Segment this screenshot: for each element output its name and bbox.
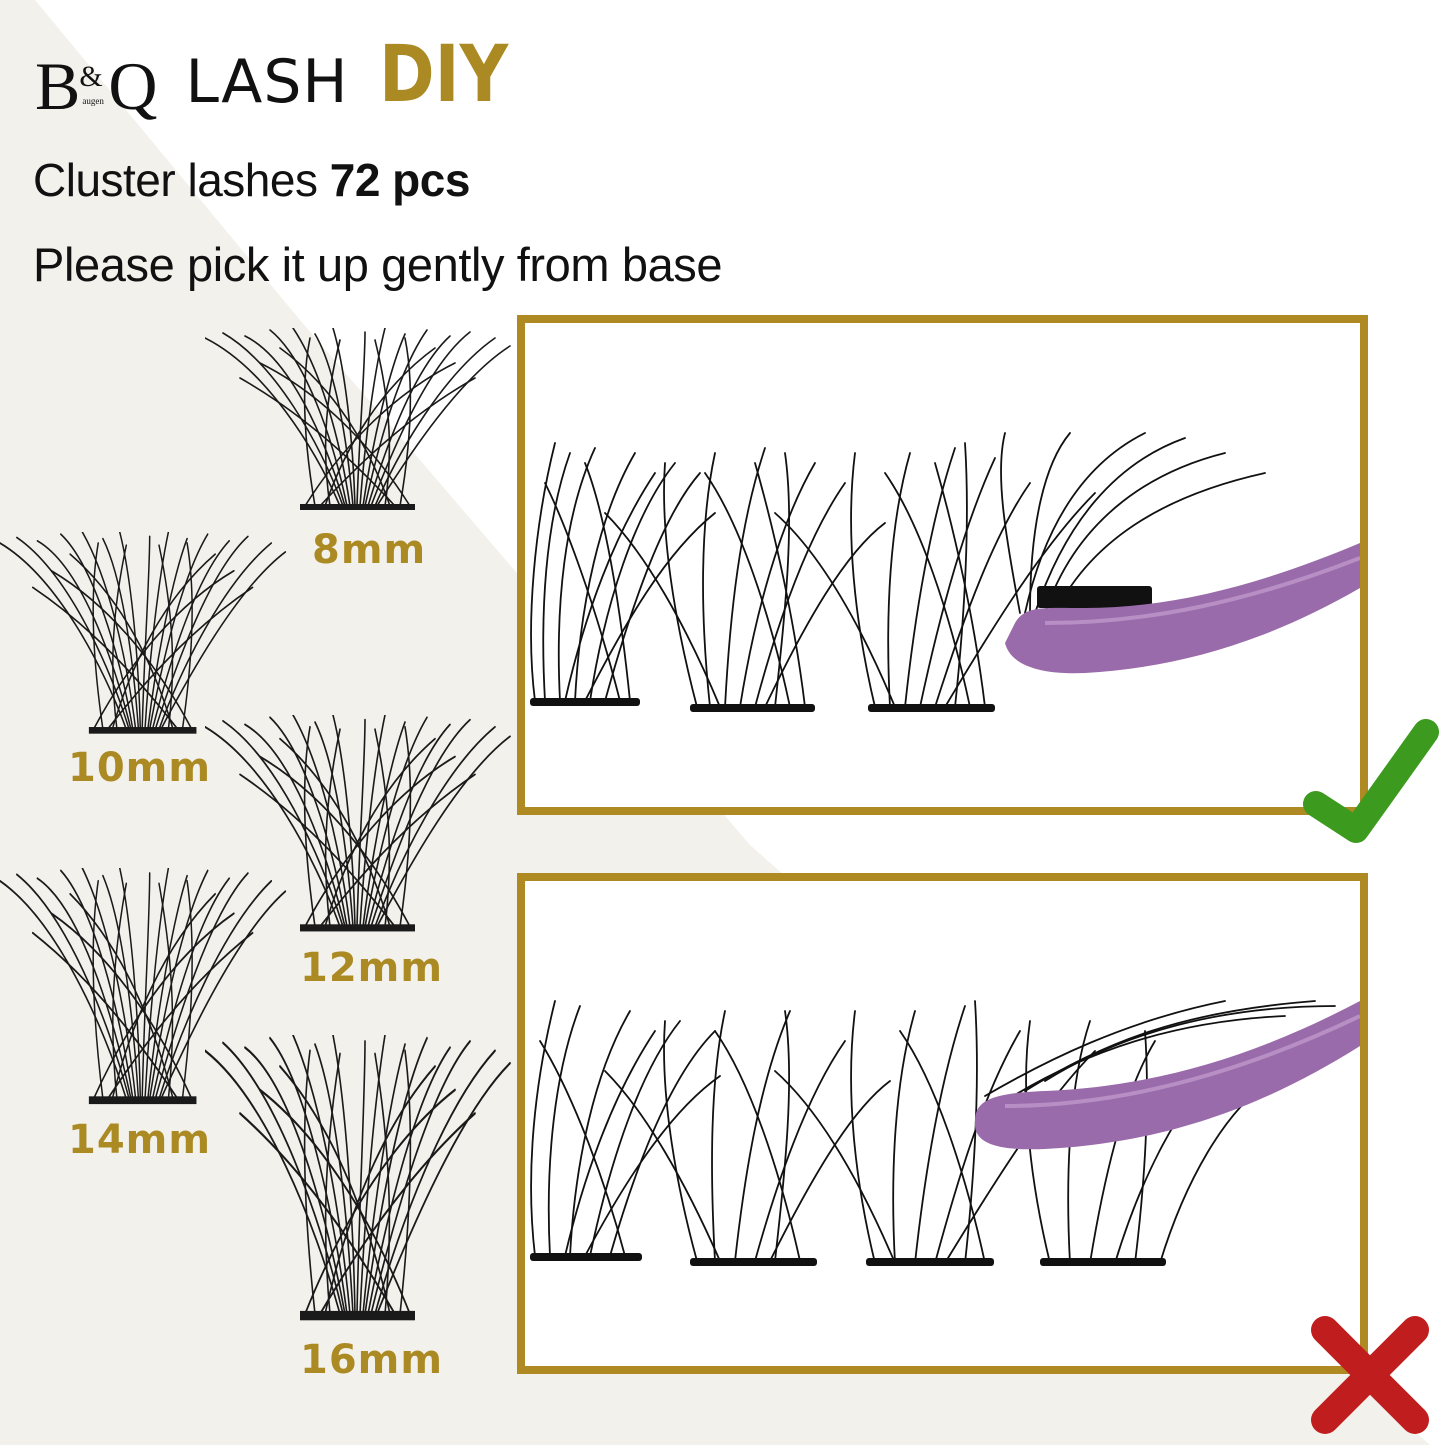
- incorrect-example-frame: [517, 873, 1368, 1374]
- check-icon: [1303, 719, 1439, 843]
- logo-ampersand: &: [79, 60, 103, 93]
- correct-example-frame: [517, 315, 1368, 815]
- size-label-12mm: 12mm: [300, 945, 444, 991]
- cross-icon: [1311, 1316, 1429, 1434]
- tweezer-icon: [1005, 543, 1360, 674]
- subtitle: Cluster lashes 72 pcs: [33, 152, 470, 208]
- highlight-word: DIY: [378, 30, 508, 120]
- brand-logo: B & augen Q: [35, 36, 157, 124]
- subtitle-text: Cluster lashes: [33, 154, 318, 206]
- logo-letter-q: Q: [108, 48, 157, 124]
- logo-small-text: augen: [82, 96, 104, 106]
- size-label-14mm: 14mm: [68, 1117, 212, 1163]
- instruction-text: Please pick it up gently from base: [33, 238, 723, 291]
- brand-header: B & augen Q LASH DIY: [35, 30, 529, 120]
- piece-count: 72 pcs: [329, 154, 471, 206]
- size-label-8mm: 8mm: [312, 527, 427, 573]
- logo-letter-b: B: [35, 48, 80, 124]
- size-label-10mm: 10mm: [68, 745, 212, 791]
- tweezer-icon: [974, 1001, 1360, 1150]
- lash-sample-16mm: [205, 1035, 515, 1325]
- lash-sample-10mm: [0, 532, 290, 737]
- product-word: LASH: [185, 47, 349, 117]
- lash-sample-8mm: [205, 328, 515, 513]
- size-label-16mm: 16mm: [300, 1337, 444, 1383]
